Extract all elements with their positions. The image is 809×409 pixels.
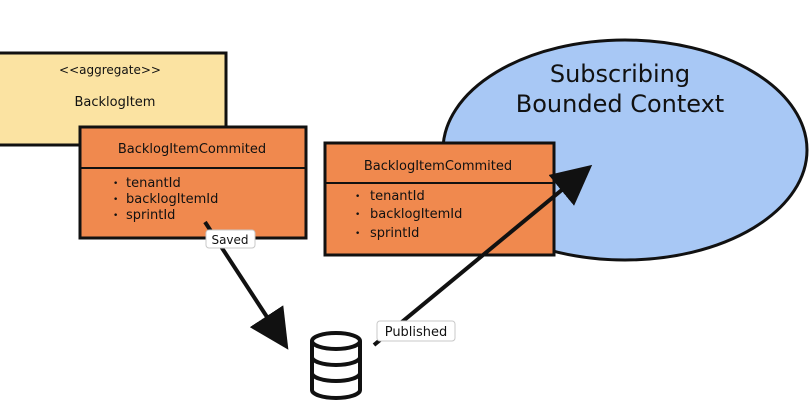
published-arrow	[372, 164, 593, 347]
aggregate-stereotype: <<aggregate>>	[59, 63, 161, 77]
event-left-rect	[78, 125, 308, 240]
event-box-right: BacklogItemCommited • tenantId • backlog…	[323, 141, 556, 257]
saved-label: Saved	[211, 233, 248, 247]
aggregate-name: BacklogItem	[75, 95, 156, 110]
event-left-title: BacklogItemCommited	[118, 142, 266, 157]
published-tag-box	[376, 320, 456, 342]
field-bullet: •	[113, 211, 118, 221]
saved-tag-box	[205, 229, 256, 249]
published-label: Published	[385, 325, 448, 340]
event-left-fields: • tenantId • backlogItemId • sprintId	[113, 176, 218, 223]
event-box-left: BacklogItemCommited • tenantId • backlog…	[78, 125, 308, 240]
event-right-title: BacklogItemCommited	[364, 159, 512, 174]
field-bullet: •	[355, 229, 360, 239]
field-bullet: •	[355, 192, 360, 202]
event-left-field-backlogitemid: backlogItemId	[126, 192, 218, 207]
event-right-field-tenantid: tenantId	[370, 189, 425, 204]
event-right-rect	[323, 141, 556, 257]
field-bullet: •	[113, 179, 118, 189]
saved-tag: Saved	[205, 229, 256, 249]
field-bullet: •	[113, 195, 118, 205]
event-right-field-sprintid: sprintId	[370, 226, 419, 241]
event-right-fields: • tenantId • backlogItemId • sprintId	[355, 189, 462, 241]
event-right-field-backlogitemid: backlogItemId	[370, 207, 462, 222]
context-title-line1: Subscribing	[550, 60, 690, 88]
context-title-line2: Bounded Context	[516, 90, 724, 118]
event-left-field-tenantid: tenantId	[126, 176, 181, 191]
published-tag: Published	[376, 320, 456, 342]
database-icon	[310, 331, 362, 400]
event-left-field-sprintid: sprintId	[126, 208, 175, 223]
field-bullet: •	[355, 210, 360, 220]
